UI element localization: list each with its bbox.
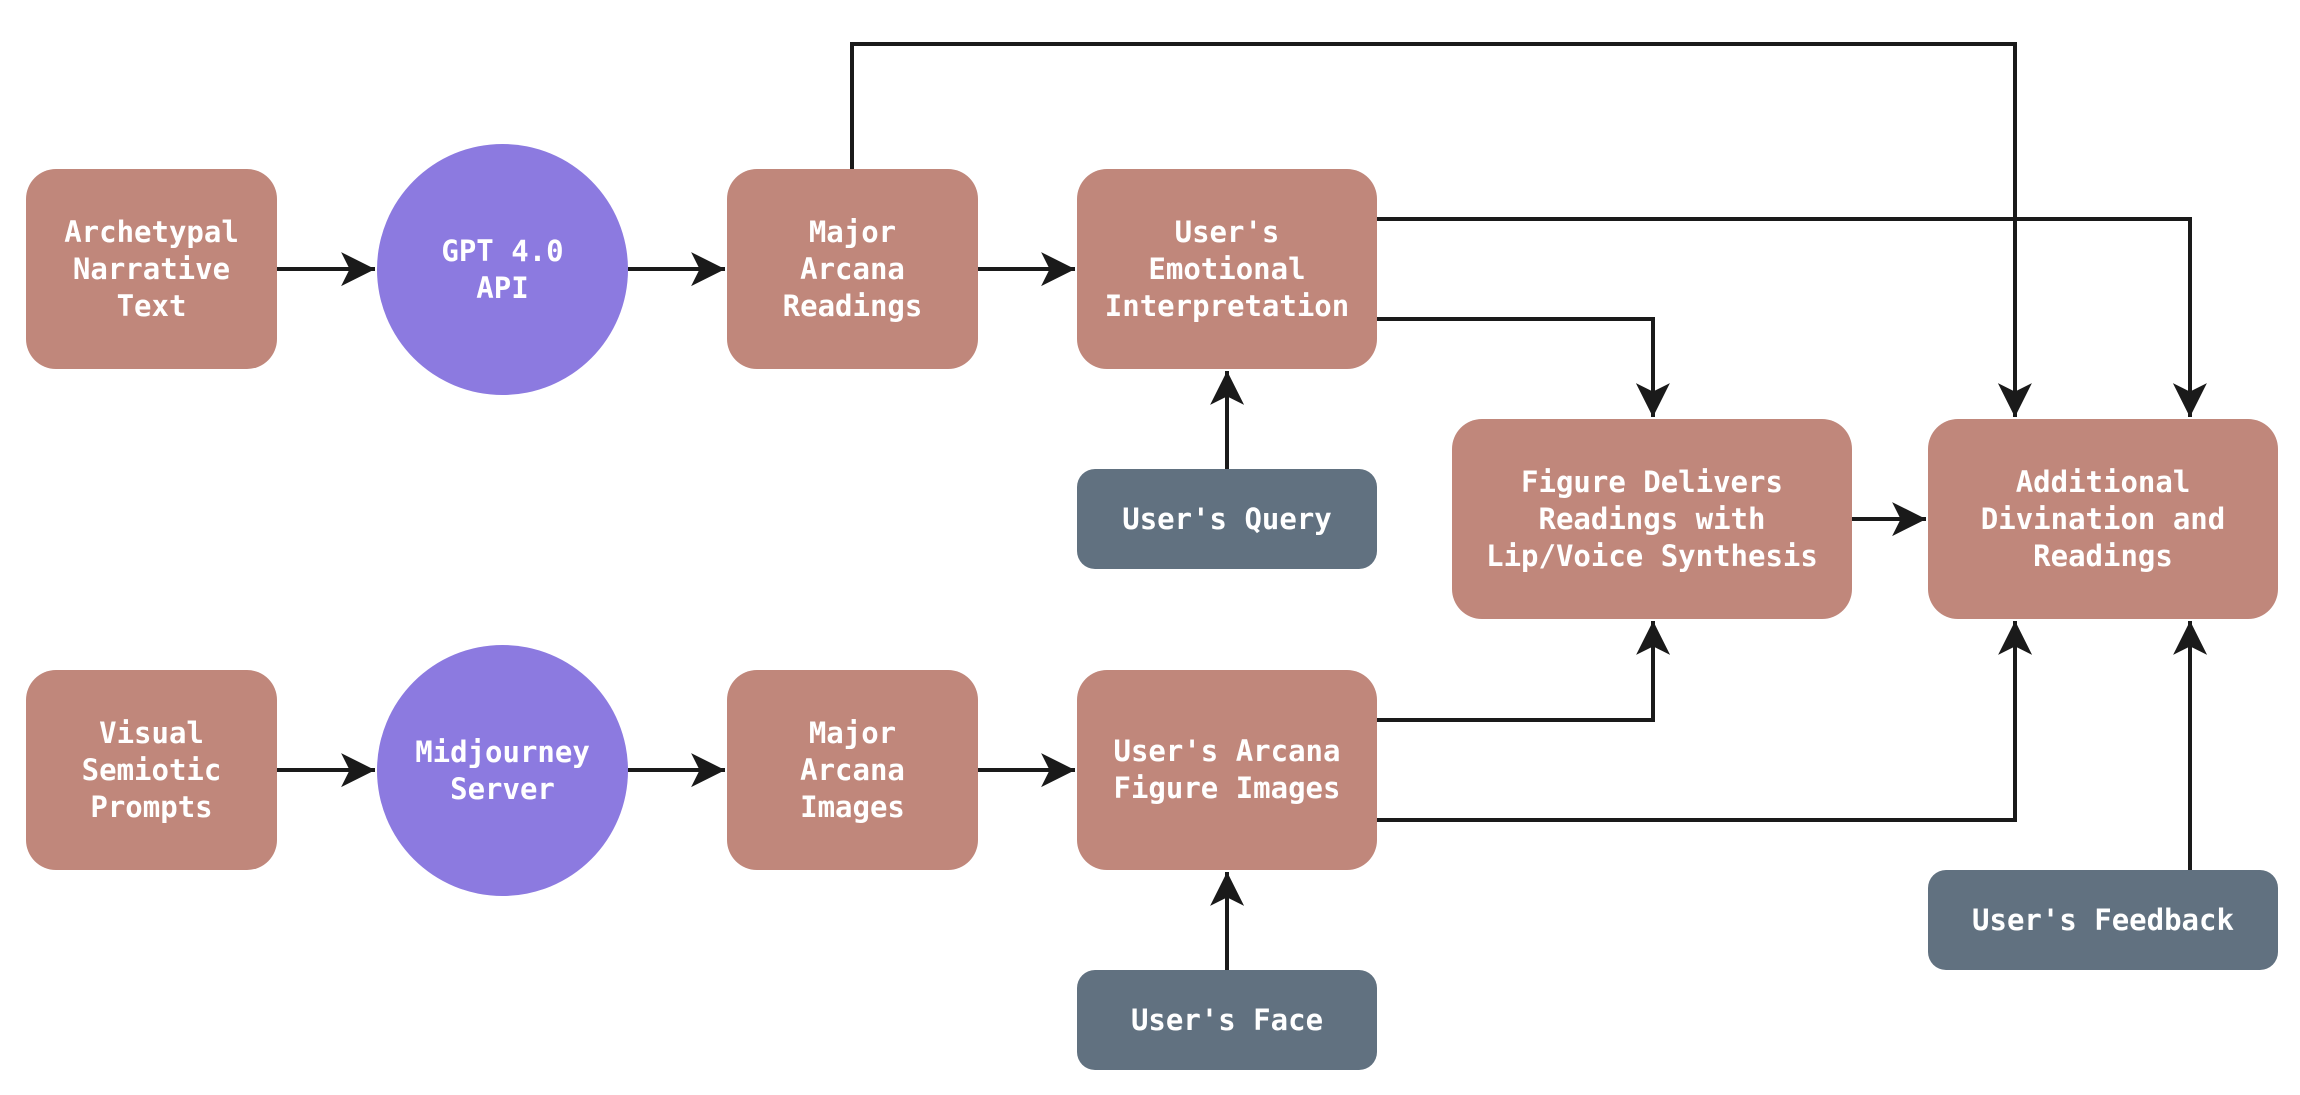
additional-divination-node: Additional Divination and Readings <box>1928 419 2278 619</box>
major-arcana-images-node: Major Arcana Images <box>727 670 978 870</box>
edge-arcana-figure-images-to-figure-delivers <box>1377 620 1671 722</box>
visual-semiotic-prompts-node: Visual Semiotic Prompts <box>26 670 277 870</box>
edge-emotional-interpretation-to-additional-divination <box>1377 217 2207 418</box>
gpt-api-node: GPT 4.0 API <box>377 144 628 395</box>
edge-major-arcana-readings-to-additional-divination <box>850 42 2032 418</box>
users-feedback-node: User's Feedback <box>1928 870 2278 970</box>
major-arcana-readings-node: Major Arcana Readings <box>727 169 978 369</box>
users-query-node: User's Query <box>1077 469 1377 569</box>
archetypal-narrative-text-node: Archetypal Narrative Text <box>26 169 277 369</box>
midjourney-server-node: Midjourney Server <box>377 645 628 896</box>
emotional-interpretation-node: User's Emotional Interpretation <box>1077 169 1377 369</box>
users-face-node: User's Face <box>1077 970 1377 1070</box>
edge-arcana-figure-images-to-additional-divination <box>1377 620 2033 822</box>
edge-emotional-interpretation-to-figure-delivers <box>1377 317 1670 418</box>
arcana-figure-images-node: User's Arcana Figure Images <box>1077 670 1377 870</box>
figure-delivers-readings-node: Figure Delivers Readings with Lip/Voice … <box>1452 419 1852 619</box>
